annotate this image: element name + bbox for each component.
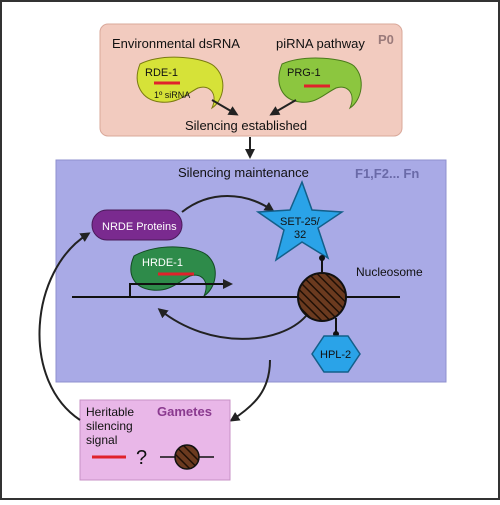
fn-panel [55,159,447,383]
transcription-start-arrow [129,279,233,297]
environmental-dsrna-label: Environmental dsRNA [112,36,240,51]
set-label-line1: SET-25/ [280,216,321,228]
gametes-panel [79,399,231,481]
feedback-loop-arrow [157,308,307,340]
prg1-label: PRG-1 [287,67,321,79]
signal-label-line1: Heritable [86,405,134,419]
hrde1-label: HRDE-1 [142,257,183,269]
arrow-fn-to-gametes [229,359,271,422]
sirna-label: 1º siRNA [154,90,190,100]
nucleosome-label: Nucleosome [356,265,423,279]
p0-panel [99,23,403,137]
set-25-32-star [255,179,345,262]
question-mark: ? [136,447,147,469]
prg1-protein-icon [278,57,362,110]
nucleosome-icon [297,272,347,322]
hpl2-hexagon [311,335,361,373]
p0-label: P0 [378,32,394,47]
pirna-pathway-label: piRNA pathway [276,36,365,51]
hpl2-label: HPL-2 [320,349,351,361]
arrow-prg1-to-established [269,99,297,116]
silencing-maintenance-label: Silencing maintenance [178,165,309,180]
set-connector-dot [319,255,325,261]
gametes-label: Gametes [157,404,212,419]
nrde-proteins-label: NRDE Proteins [102,221,177,233]
fn-label: F1,F2... Fn [355,166,419,181]
arrow-rde1-to-established [211,99,239,116]
rde1-label: RDE-1 [145,67,178,79]
signal-label-line3: signal [86,433,117,447]
arrow-nrde-to-set [181,195,275,213]
gametes-nucleosome-icon [174,444,200,470]
signal-label-line2: silencing [86,419,133,433]
arrow-gametes-to-nrde [38,232,91,421]
set-label-line2: 32 [294,229,306,241]
silencing-established-label: Silencing established [185,118,307,133]
nrde-proteins-pill [91,209,183,241]
